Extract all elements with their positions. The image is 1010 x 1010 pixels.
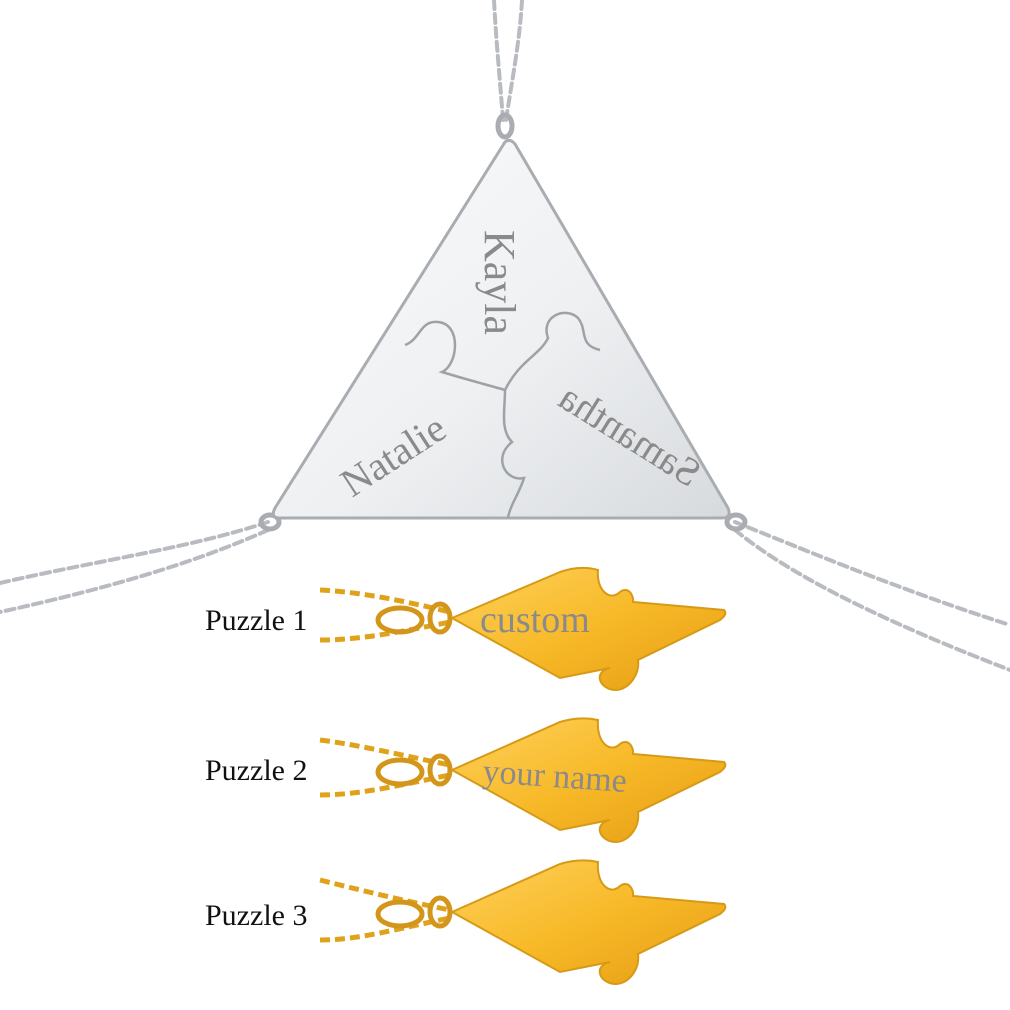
gold-chain-3 (319, 877, 451, 943)
silver-chain-top-left (492, 0, 505, 122)
silver-chain-left-upper (0, 520, 270, 585)
top-jump-ring (495, 112, 515, 140)
silver-chain-left-lower (0, 528, 270, 614)
silver-chains (0, 0, 1010, 672)
silver-triangle-pendant: Kayla Natalie Samantha (271, 138, 731, 520)
puzzle-1-label: Puzzle 1 (205, 604, 307, 637)
gold-puzzle-piece-3 (449, 859, 727, 986)
puzzle-row-2: your name Puzzle 2 (205, 717, 727, 844)
puzzle-row-3: Puzzle 3 (205, 859, 727, 986)
right-jump-ring (724, 512, 748, 532)
puzzle-1-engraving: custom (480, 599, 590, 641)
triangle-body (271, 138, 731, 520)
gold-puzzle-piece-1 (449, 566, 727, 692)
puzzle-row-1: custom Puzzle 1 (205, 566, 727, 692)
left-jump-ring (258, 512, 282, 532)
puzzle-3-label: Puzzle 3 (205, 899, 307, 932)
engraved-name-kayla: Kayla (475, 230, 524, 335)
gold-puzzle-piece-2 (449, 717, 727, 844)
silver-chain-right-upper (733, 520, 1010, 627)
silver-chain-right-lower (733, 528, 1010, 672)
puzzle-2-label: Puzzle 2 (205, 754, 307, 787)
gold-chain-2 (319, 737, 451, 798)
silver-chain-top-right (504, 0, 524, 122)
silver-rings (258, 112, 748, 532)
puzzle-seams (404, 311, 601, 519)
